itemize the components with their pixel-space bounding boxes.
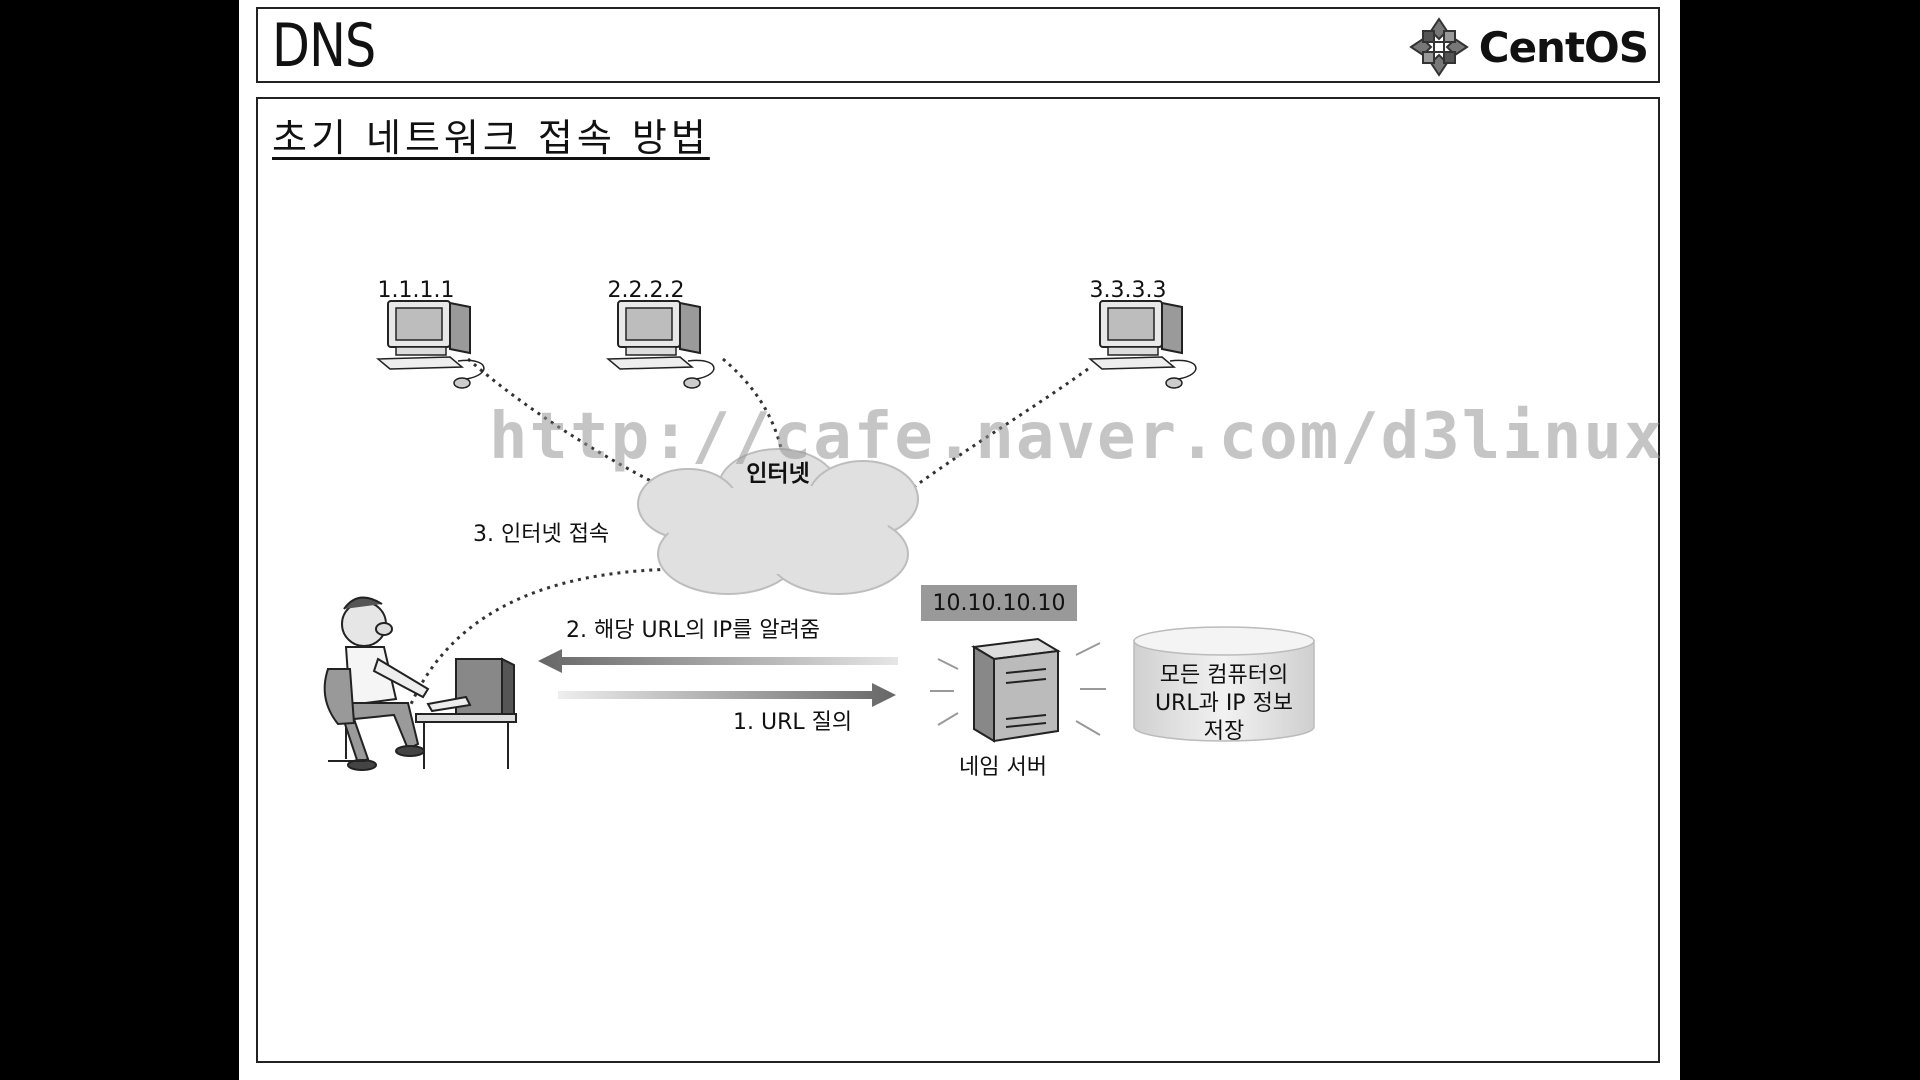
internet-cloud: 인터넷 (637, 448, 919, 595)
computer-icon (377, 300, 485, 389)
content-panel: 초기 네트워크 접속 방법 (256, 97, 1660, 1063)
database: 모든 컴퓨터의 URL과 IP 정보 저장 (1133, 626, 1315, 744)
computer-icon (1089, 300, 1197, 389)
computer-3: 3.3.3.3 (1089, 278, 1197, 389)
logo-text: CentOS (1478, 22, 1649, 72)
arrow-right-icon (558, 683, 896, 707)
computer-2-ip: 2.2.2.2 (608, 278, 685, 303)
computer-icon (607, 300, 715, 389)
database-text-line-1: 모든 컴퓨터의 (1160, 663, 1288, 688)
database-text-line-2: URL과 IP 정보 (1155, 691, 1293, 716)
database-icon (1133, 626, 1315, 742)
section-title: 초기 네트워크 접속 방법 (272, 116, 710, 160)
computer-3-ip: 3.3.3.3 (1090, 278, 1167, 303)
step1-label: 1. URL 질의 (733, 710, 852, 735)
user-at-computer-icon (323, 596, 517, 771)
slide-title: DNS (272, 11, 376, 81)
server-ip-badge (921, 585, 1077, 621)
centos-logo: CentOS (1408, 17, 1649, 77)
server-label: 네임 서버 (959, 755, 1047, 780)
database-text-line-3: 저장 (1204, 719, 1244, 744)
cloud-icon (637, 448, 919, 595)
link-pc2-internet (722, 357, 790, 508)
centos-logo-icon (1408, 17, 1469, 77)
computer-1: 1.1.1.1 (377, 278, 485, 389)
slide-header: DNS CentOS (256, 7, 1660, 83)
server-ip: 10.10.10.10 (933, 591, 1066, 616)
dns-diagram: 1.1.1.1 2.2.2.2 3.3.3.3 (323, 278, 1315, 780)
computer-1-ip: 1.1.1.1 (378, 278, 455, 303)
step3-label: 3. 인터넷 접속 (473, 522, 609, 547)
user-at-computer (323, 596, 517, 771)
arrow-left-icon (538, 649, 898, 673)
server-icon (930, 637, 1106, 743)
step2-label: 2. 해당 URL의 IP를 알려줌 (566, 618, 820, 643)
computer-2: 2.2.2.2 (607, 278, 715, 389)
watermark: http://cafe.naver.com/d3linux (489, 400, 1665, 474)
slide: DNS CentOS 초기 네트워크 접속 방법 (239, 0, 1680, 1080)
name-server: 10.10.10.10 (921, 585, 1106, 780)
cloud-label: 인터넷 (746, 461, 809, 487)
arrow-response: 2. 해당 URL의 IP를 알려줌 (538, 618, 898, 673)
arrow-request: 1. URL 질의 (558, 683, 896, 735)
